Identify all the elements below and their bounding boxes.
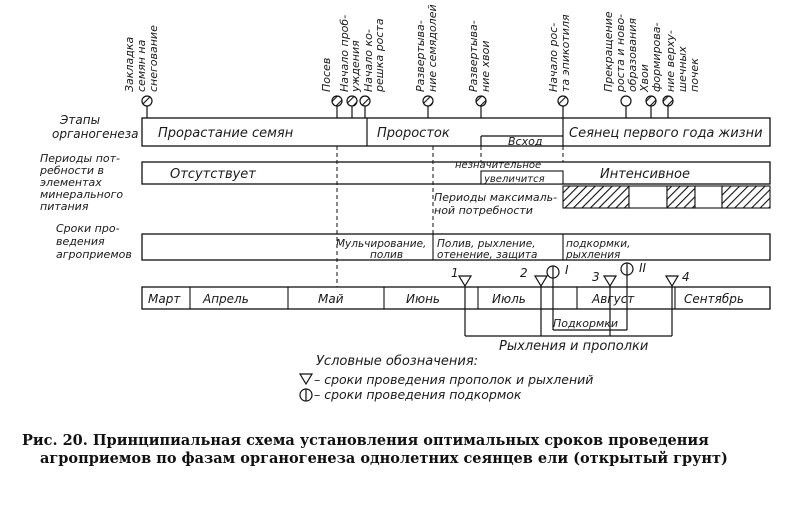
agrotechnology-scheme: Этапы органогенеза Периоды пот- ребности… bbox=[39, 4, 771, 402]
month-april: Апрель bbox=[202, 292, 249, 306]
terms-bar: Мульчирование, полив Полив, рыхление, от… bbox=[141, 233, 771, 261]
term-feeding: рыхления bbox=[565, 249, 620, 261]
feeding-markers bbox=[546, 262, 634, 279]
event-label: семян на bbox=[135, 39, 148, 92]
need-insignificant: незначительное bbox=[455, 160, 541, 171]
event-label: Начало рос- bbox=[547, 23, 560, 92]
month-september: Сентябрь bbox=[684, 292, 744, 306]
stage-shoots: Всход bbox=[508, 135, 542, 148]
event-label: образования bbox=[626, 18, 639, 92]
phase-guides bbox=[336, 146, 564, 287]
svg-text:II: II bbox=[639, 261, 647, 275]
svg-text:2: 2 bbox=[520, 266, 528, 280]
figure-caption: Рис. 20. Принципиальная схема установлен… bbox=[22, 432, 792, 468]
svg-text:3: 3 bbox=[592, 270, 600, 284]
event-label: решка роста bbox=[373, 18, 386, 93]
row-label-stages: Этапы органогенеза bbox=[52, 113, 138, 141]
event-label: ние верху- bbox=[664, 30, 677, 92]
svg-text:элементах: элементах bbox=[40, 176, 102, 189]
event-label: почек bbox=[688, 58, 701, 92]
event-label: шечных bbox=[676, 46, 689, 92]
event-label: роста и ново- bbox=[614, 14, 627, 93]
event-label: формирова- bbox=[650, 22, 663, 92]
month-august: Август bbox=[591, 292, 635, 306]
event-label: Закладка bbox=[123, 37, 136, 92]
svg-text:органогенеза: органогенеза bbox=[52, 127, 138, 141]
event-label: снегование bbox=[147, 25, 160, 92]
legend-weeding: – сроки проведения прополок и рыхлений bbox=[314, 372, 593, 387]
svg-text:Этапы: Этапы bbox=[59, 113, 100, 127]
svg-text:I: I bbox=[565, 263, 569, 277]
stage-seedling: Проросток bbox=[377, 126, 450, 141]
month-june: Июнь bbox=[406, 292, 440, 306]
month-bar: Март Апрель Май Июнь Июль Август Сентябр… bbox=[141, 286, 771, 310]
legend-feeding: – сроки проведения подкормок bbox=[314, 387, 522, 402]
caption-line-1: Рис. 20. Принципиальная схема установлен… bbox=[22, 432, 709, 449]
event-markers bbox=[141, 95, 674, 118]
term-mulching: полив bbox=[370, 249, 403, 261]
svg-text:Сроки про-: Сроки про- bbox=[56, 222, 120, 235]
event-label: уждения bbox=[349, 40, 362, 93]
term-feeding: подкормки, bbox=[566, 238, 630, 250]
bracket-loosening: Рыхления и прополки bbox=[499, 339, 648, 354]
term-watering: отенение, защита bbox=[437, 249, 537, 261]
weeding-marker-numbers: 1 2 3 4 bbox=[451, 266, 690, 284]
svg-text:4: 4 bbox=[682, 270, 690, 284]
row-label-needs: Периоды пот- ребности в элементах минера… bbox=[39, 152, 123, 213]
event-label: ние семядолей bbox=[426, 4, 439, 92]
bracket-feedings: Подкормки bbox=[553, 317, 618, 330]
weeding-triangle-icon bbox=[298, 373, 314, 386]
event-label: Развертыва- bbox=[414, 20, 427, 92]
event-labels: Закладка семян на снегование Посев Начал… bbox=[123, 4, 701, 93]
need-max-periods: ной потребности bbox=[434, 204, 533, 217]
row-label-terms: Сроки про- ведения агроприемов bbox=[56, 222, 132, 261]
needs-bar: Отсутствует незначительное увеличится Ин… bbox=[141, 160, 771, 217]
event-label: Прекращение bbox=[602, 11, 615, 92]
month-march: Март bbox=[148, 292, 181, 306]
event-label: Хвои bbox=[638, 64, 651, 93]
event-label: ние хвои bbox=[479, 41, 492, 92]
svg-text:ребности в: ребности в bbox=[39, 164, 104, 177]
need-intensive: Интенсивное bbox=[600, 167, 690, 182]
need-max-periods: Периоды максималь- bbox=[434, 191, 557, 204]
caption-line-2: агроприемов по фазам органогенеза одноле… bbox=[40, 450, 728, 467]
feeding-marker-numbers: I II bbox=[565, 261, 647, 277]
stage-bar: Прорастание семян Проросток Всход Сеянец… bbox=[141, 117, 771, 148]
legend-title: Условные обозначения: bbox=[316, 354, 478, 369]
month-may: Май bbox=[318, 292, 344, 306]
event-label: Начало проб- bbox=[338, 15, 351, 92]
event-label: Начало ко- bbox=[362, 29, 375, 92]
stage-seed-germination: Прорастание семян bbox=[158, 126, 294, 141]
month-july: Июль bbox=[492, 292, 526, 306]
event-label: Посев bbox=[320, 58, 333, 92]
schedule-brackets bbox=[464, 275, 673, 337]
event-label: та эпикотиля bbox=[559, 14, 572, 92]
stage-first-year: Сеянец первого года жизни bbox=[569, 126, 763, 141]
term-mulching: Мульчирование, bbox=[336, 238, 426, 250]
svg-text:Периоды пот-: Периоды пот- bbox=[40, 152, 120, 165]
svg-text:1: 1 bbox=[451, 266, 459, 280]
need-increasing: увеличится bbox=[483, 174, 545, 185]
svg-text:питания: питания bbox=[40, 200, 89, 213]
svg-text:минерального: минерального bbox=[40, 188, 123, 201]
event-label: Развертыва- bbox=[467, 20, 480, 92]
term-watering: Полив, рыхление, bbox=[437, 238, 536, 250]
weeding-markers bbox=[457, 275, 680, 288]
svg-text:ведения: ведения bbox=[56, 235, 105, 248]
legend: Условные обозначения: – сроки проведения… bbox=[298, 354, 593, 402]
need-absent: Отсутствует bbox=[170, 167, 256, 182]
svg-text:агроприемов: агроприемов bbox=[56, 248, 132, 261]
